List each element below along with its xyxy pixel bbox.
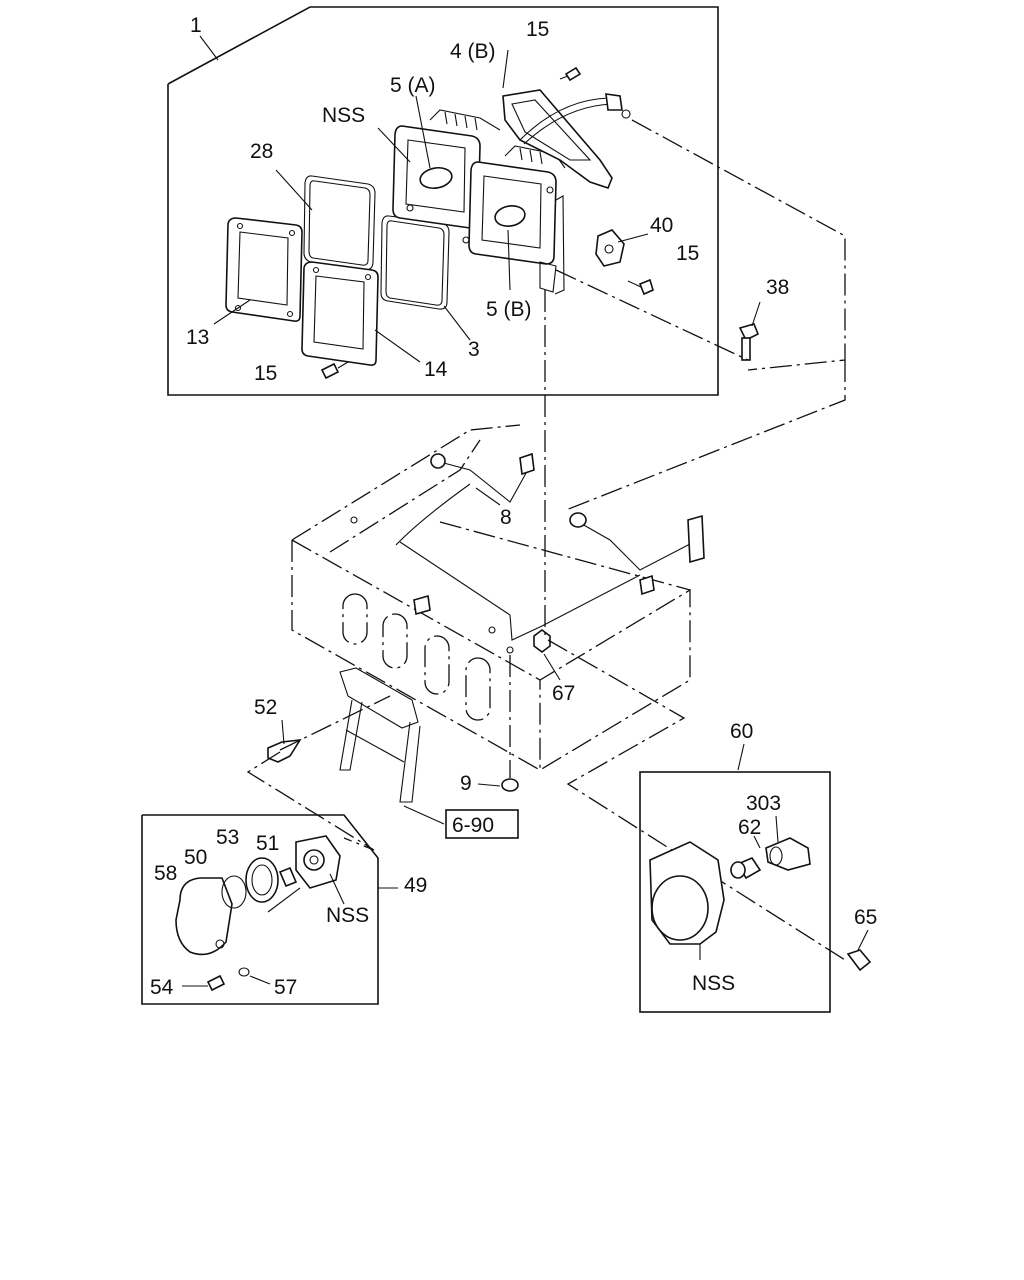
label-15-low: 15 bbox=[254, 362, 277, 385]
label-40: 40 bbox=[650, 214, 673, 237]
side-lamp-group-60 bbox=[639, 771, 872, 1013]
label-3: 3 bbox=[468, 338, 480, 361]
label-58: 58 bbox=[154, 862, 177, 885]
label-28: 28 bbox=[250, 140, 273, 163]
screw-15-low bbox=[320, 361, 349, 380]
label-49: 49 bbox=[404, 874, 427, 897]
label-62: 62 bbox=[738, 816, 761, 839]
lens-frame-13 bbox=[225, 217, 303, 322]
callout-labels: 1 15 4 (B) 5 (A) NSS 28 40 15 38 5 (B) 1… bbox=[150, 14, 877, 999]
label-5a: 5 (A) bbox=[390, 74, 436, 97]
front-frame bbox=[267, 424, 705, 803]
headlamp-assembly-group bbox=[167, 6, 760, 396]
reference-box-6-90 bbox=[445, 809, 519, 839]
label-1: 1 bbox=[190, 14, 202, 37]
label-54: 54 bbox=[150, 976, 174, 999]
label-4b: 4 (B) bbox=[450, 40, 496, 63]
label-13: 13 bbox=[186, 326, 209, 349]
label-nss-left: NSS bbox=[326, 904, 369, 927]
label-303: 303 bbox=[746, 792, 781, 815]
bracket-4b bbox=[502, 89, 631, 189]
label-52: 52 bbox=[254, 696, 277, 719]
label-nss-right: NSS bbox=[692, 972, 735, 995]
marker-lamp-group-49 bbox=[141, 814, 398, 1005]
label-ref-6-90: 6-90 bbox=[452, 814, 494, 837]
label-9: 9 bbox=[460, 772, 472, 795]
label-5b: 5 (B) bbox=[486, 298, 532, 321]
screw-15-mid bbox=[627, 278, 654, 296]
label-nss-top: NSS bbox=[322, 104, 365, 127]
label-14: 14 bbox=[424, 358, 448, 381]
bolt-38 bbox=[738, 323, 760, 361]
label-8: 8 bbox=[500, 506, 512, 529]
screw-15-top bbox=[559, 66, 582, 82]
label-57: 57 bbox=[274, 976, 297, 999]
label-15-top: 15 bbox=[526, 18, 549, 41]
label-60: 60 bbox=[730, 720, 753, 743]
label-67: 67 bbox=[552, 682, 575, 705]
lamp-housing-5b bbox=[462, 145, 566, 295]
label-38: 38 bbox=[766, 276, 789, 299]
label-65: 65 bbox=[854, 906, 877, 929]
lens-frame-14 bbox=[301, 261, 379, 366]
label-51: 51 bbox=[256, 832, 279, 855]
label-50: 50 bbox=[184, 846, 207, 869]
leader-lines bbox=[213, 49, 869, 961]
label-53: 53 bbox=[216, 826, 239, 849]
label-15-mid: 15 bbox=[676, 242, 699, 265]
